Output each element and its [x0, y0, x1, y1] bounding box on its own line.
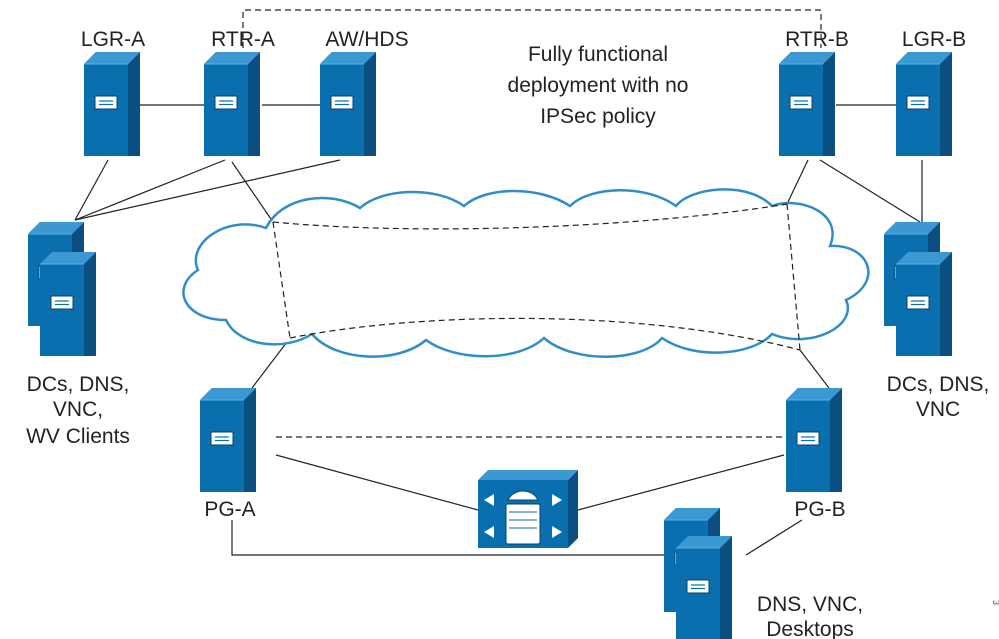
connections — [74, 9, 923, 556]
server-pg-b — [785, 387, 843, 493]
wan-path-b — [786, 203, 801, 351]
server-cluster-left — [27, 221, 97, 357]
label-lgr-a: LGR-A — [81, 28, 145, 51]
wan-path-bottom — [289, 317, 801, 351]
caption-line-1: Fully functional — [528, 43, 668, 66]
voice-switch-icon — [478, 470, 578, 548]
bottom-site-line-2: Desktops — [766, 618, 854, 639]
caption-line-2: deployment with no — [508, 74, 689, 97]
label-pg-b: PG-B — [794, 498, 845, 521]
left-site-line-3: WV Clients — [26, 425, 130, 448]
server-rtr-b — [778, 51, 836, 157]
server-cluster-bottom — [663, 507, 733, 639]
server-rtr-a — [203, 51, 261, 157]
private-link-rtr — [242, 9, 822, 48]
label-rtr-a: RTR-A — [211, 28, 275, 51]
server-aw-hds — [319, 51, 377, 157]
label-rtr-b: RTR-B — [785, 28, 849, 51]
wan-cloud-icon — [182, 188, 870, 358]
link-pgb-switch — [577, 454, 785, 511]
link-pga-switch — [275, 454, 479, 511]
link-pga-bottom — [231, 520, 666, 556]
link-rtra-cloud — [231, 161, 274, 223]
figure-id: 3 — [991, 600, 999, 605]
right-site-line-1: DCs, DNS, — [887, 373, 990, 396]
cloud-paths — [272, 203, 801, 351]
caption-line-3: IPSec policy — [540, 105, 656, 128]
wan-path-top — [272, 203, 788, 230]
link-rtra-left — [74, 159, 226, 221]
label-lgr-b: LGR-B — [902, 28, 966, 51]
left-site-line-2: VNC, — [53, 398, 103, 421]
link-pgb-bottom — [745, 519, 803, 556]
link-rtrb-right — [819, 159, 921, 223]
server-pg-a — [199, 387, 257, 493]
link-pga-cloud — [251, 337, 291, 389]
server-cluster-right — [883, 221, 953, 357]
server-lgr-b — [895, 51, 953, 157]
link-aw-left — [74, 159, 341, 221]
right-site-line-2: VNC — [916, 398, 960, 421]
left-site-line-1: DCs, DNS, — [27, 373, 130, 396]
link-pgb-cloud — [799, 349, 830, 389]
server-lgr-a — [83, 51, 141, 157]
bottom-site-line-1: DNS, VNC, — [757, 593, 863, 616]
label-pg-a: PG-A — [204, 498, 255, 521]
link-rtrb-cloud — [786, 159, 809, 205]
label-aw-hds: AW/HDS — [325, 28, 408, 51]
link-lgra-left — [74, 159, 109, 221]
